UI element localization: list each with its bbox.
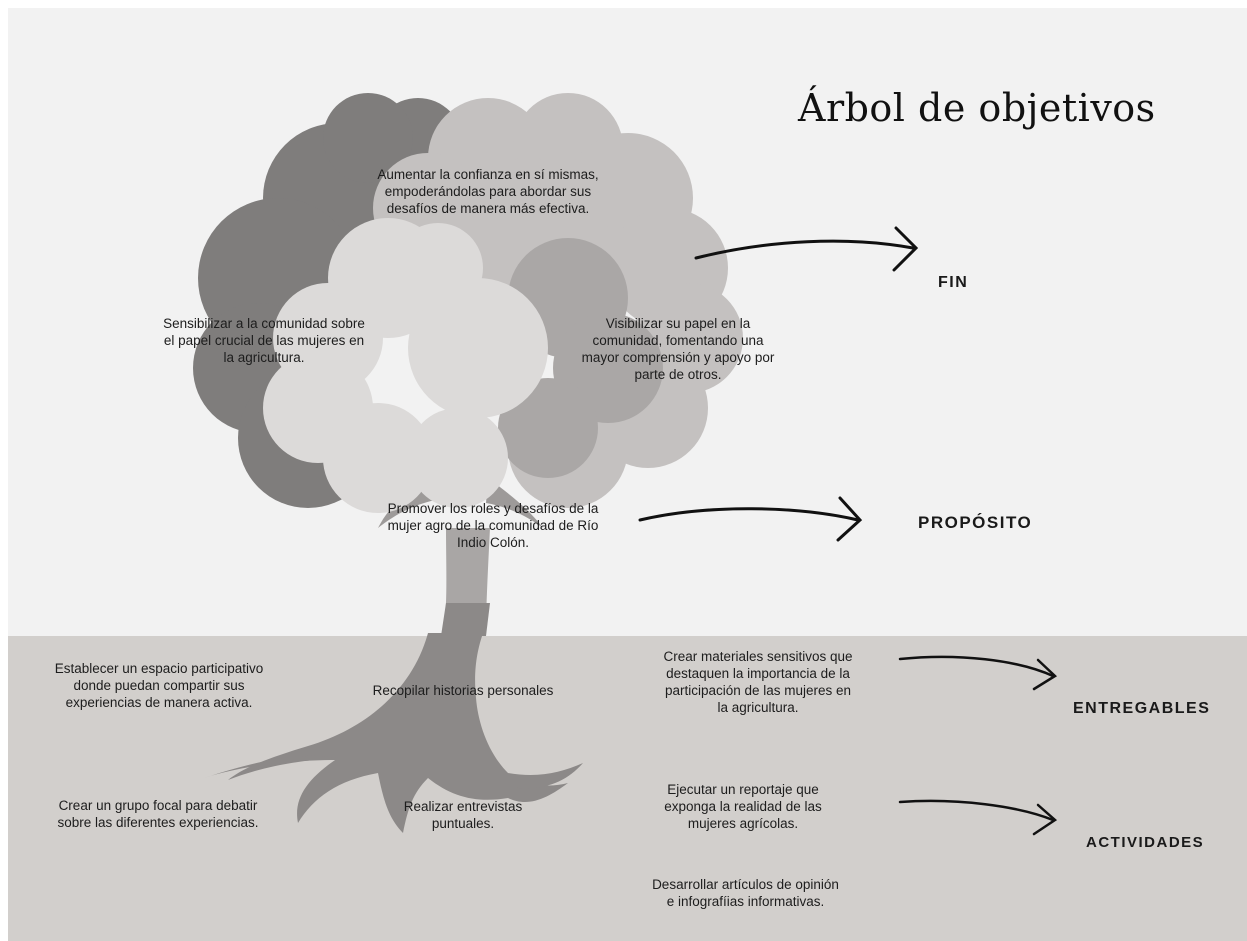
- page-title: Árbol de objetivos: [798, 86, 1156, 130]
- label-entregables: ENTREGABLES: [1073, 700, 1211, 717]
- arrow-fin: [694, 226, 919, 272]
- deliverable-text: Crear materiales sensitivos que destaque…: [663, 649, 853, 715]
- left-objective-text: Sensibilizar a la comunidad sobre el pap…: [163, 316, 365, 365]
- tree-canopy: [193, 93, 743, 513]
- arrow-actividades: [898, 799, 1058, 836]
- ground-band: [8, 636, 1247, 941]
- label-actividades: ACTIVIDADES: [1086, 834, 1205, 851]
- purpose-text: Promover los roles y desafíos de la muje…: [387, 501, 599, 550]
- label-proposito: PROPÓSITO: [918, 513, 1033, 532]
- root-text-left-top: Establecer un espacio participativo dond…: [54, 661, 264, 710]
- arrow-proposito: [638, 496, 863, 542]
- arrow-entregables: [898, 655, 1058, 691]
- root-text-center-top: Recopilar historias personales: [372, 683, 554, 698]
- root-text-center-bottom: Realizar entrevistas puntuales.: [403, 799, 523, 831]
- activity-text-2: Desarrollar artículos de opinión e infog…: [652, 877, 839, 909]
- fin-objective-text: Aumentar la confianza en sí mismas, empo…: [377, 167, 599, 216]
- root-text-left-bottom: Crear un grupo focal para debatir sobre …: [57, 798, 259, 830]
- right-objective-text: Visibilizar su papel en la comunidad, fo…: [581, 316, 775, 382]
- diagram-canvas: Árbol de objetivos Aumentar la confianza…: [8, 8, 1247, 941]
- activity-text-1: Ejecutar un reportaje que exponga la rea…: [664, 782, 822, 831]
- tree-illustration: [193, 93, 1058, 836]
- tree-roots: [204, 633, 583, 833]
- label-fin: FIN: [938, 274, 969, 291]
